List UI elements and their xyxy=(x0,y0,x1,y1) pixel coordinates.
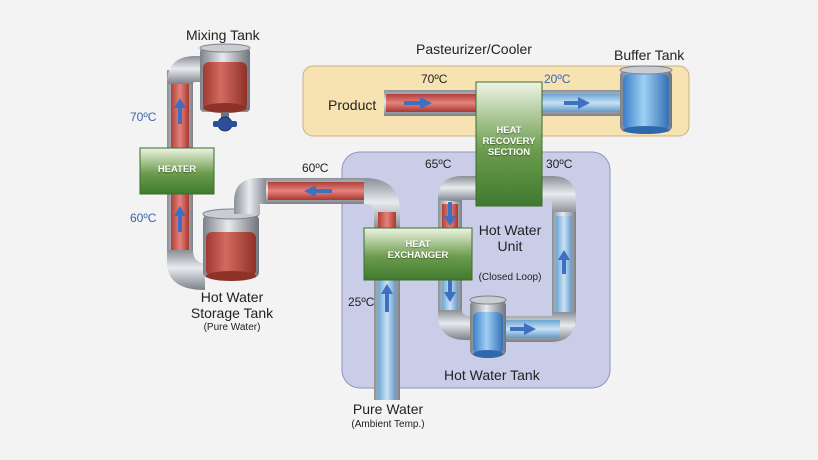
hot-water-tank xyxy=(469,295,507,358)
storage-outlet-riser xyxy=(234,178,268,214)
product-label: Product xyxy=(328,97,377,113)
arrow-right-product xyxy=(404,97,432,109)
hot-water-unit-label: Hot Water Unit xyxy=(478,222,542,255)
pure-water-cold-fill xyxy=(378,274,396,400)
pure-water-label: Pure Water xyxy=(352,401,424,417)
hot-water-tank-label: Hot Water Tank xyxy=(444,367,540,383)
mixing-tank xyxy=(199,43,251,132)
storage-tank-bend xyxy=(167,250,205,290)
temp-product-out: 20ºC xyxy=(544,72,571,86)
mixing-tank-bend xyxy=(167,56,205,84)
arrow-left-60c xyxy=(304,185,332,197)
buffer-tank-label: Buffer Tank xyxy=(614,47,685,63)
hot-water-storage-sublabel: (Pure Water) xyxy=(203,322,261,333)
temp-storage-out: 60ºC xyxy=(302,161,329,175)
arrow-down-loop-cold xyxy=(444,280,456,302)
pure-water-sublabel: (Ambient Temp.) xyxy=(351,419,425,430)
pasteurizer-label: Pasteurizer/Cooler xyxy=(416,41,532,57)
arrow-right-loop-bottom xyxy=(510,323,536,335)
heat-exchanger-box xyxy=(363,227,473,281)
arrow-up-pure-water xyxy=(381,284,393,312)
temp-heater-out: 70ºC xyxy=(130,110,157,124)
arrow-right-buffer xyxy=(564,97,590,109)
heat-recovery-label: HEAT RECOVERY SECTION xyxy=(482,125,536,158)
loop-top-right-bend xyxy=(540,176,576,216)
loop-top-left-bend xyxy=(438,176,480,202)
heat-exchanger-label: HEAT EXCHANGER xyxy=(387,239,449,261)
mixing-tank-label: Mixing Tank xyxy=(186,27,260,43)
loop-bottom-left-bend xyxy=(438,310,478,340)
heater-box xyxy=(139,147,215,195)
hot-water-storage-tank xyxy=(202,208,260,281)
buffer-tank xyxy=(619,65,673,134)
temp-product-in: 70ºC xyxy=(421,72,448,86)
arrow-up-loop-right xyxy=(558,250,570,274)
temp-pure-water-in: 25ºC xyxy=(348,295,375,309)
exchanger-inlet-hot-fill xyxy=(378,212,396,232)
heater-label: HEATER xyxy=(157,164,197,175)
arrow-down-loop-hot xyxy=(444,202,456,226)
temp-loop-cool: 30ºC xyxy=(546,157,573,171)
temp-heater-in: 60ºC xyxy=(130,211,157,225)
heat-recovery-box xyxy=(475,81,543,207)
product-hot-fill xyxy=(386,94,480,112)
hot-water-unit-sublabel: (Closed Loop) xyxy=(478,272,542,283)
arrow-up-heater-bottom xyxy=(174,206,186,232)
arrow-up-heater-top xyxy=(174,98,186,124)
temp-loop-hot: 65ºC xyxy=(425,157,452,171)
hot-water-storage-label: Hot Water Storage Tank xyxy=(190,289,274,322)
